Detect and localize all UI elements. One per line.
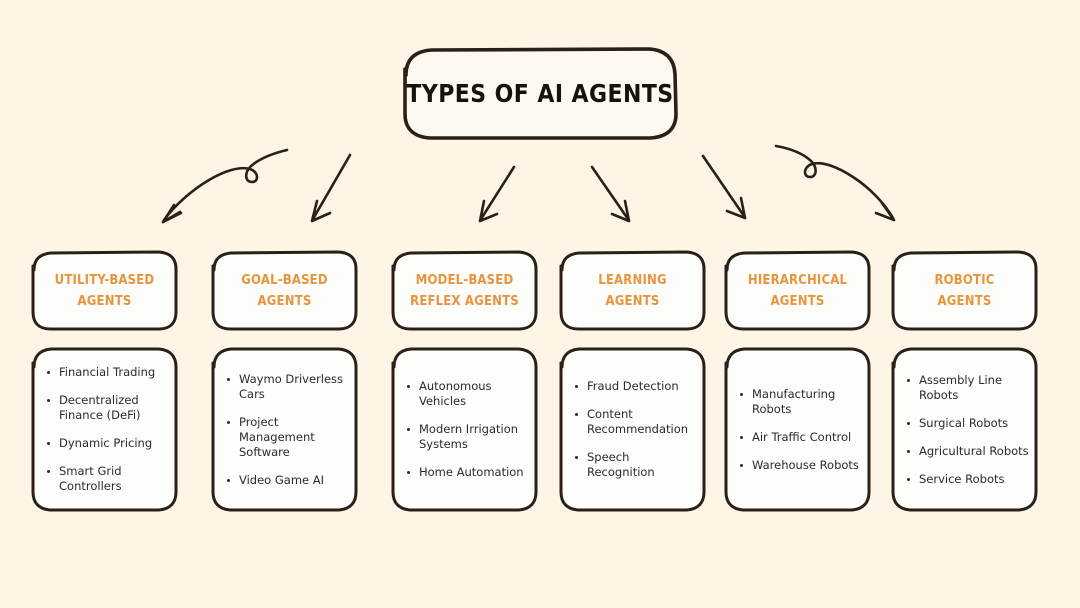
list-item: Agricultural Robots [905, 444, 1030, 459]
arrow-straight-3 [590, 165, 631, 223]
header-card-learning-agents[interactable]: LEARNING AGENTS [557, 248, 708, 334]
page-title: TYPES OF AI AGENTS [406, 79, 674, 108]
header-card-frame [724, 250, 871, 331]
list-item: Smart Grid Controllers [45, 464, 170, 494]
header-line: MODEL-BASED [415, 273, 514, 288]
list-item: Decentralized Finance (DeFi) [45, 393, 170, 423]
header-card-utility-based-agents[interactable]: UTILITY-BASED AGENTS [29, 248, 180, 334]
header-line: AGENTS [770, 294, 825, 309]
list-item: Fraud Detection [573, 379, 698, 394]
header-line: LEARNING [598, 273, 667, 288]
list-card-frame [891, 347, 1038, 512]
list-item: Service Robots [905, 472, 1030, 487]
header-card-frame [559, 250, 706, 331]
list-item: Manufacturing Robots [738, 387, 863, 417]
list-card-frame [211, 347, 358, 512]
arrow-curved-loop-right [774, 144, 896, 222]
arrow-straight-1 [310, 153, 352, 223]
list-item: Dynamic Pricing [45, 436, 170, 451]
list-card-frame [724, 347, 871, 512]
header-card-robotic-agents[interactable]: ROBOTIC AGENTS [889, 248, 1040, 334]
header-card-frame [31, 250, 178, 331]
list-item: Waymo Driverless Cars [225, 372, 350, 402]
column-model-based-reflex-agents: MODEL-BASED REFLEX AGENTS Autonomous Vehic… [389, 248, 540, 514]
arrow-straight-2 [478, 165, 516, 223]
arrow-straight-4 [701, 154, 747, 220]
arrow-curved-loop-left [161, 148, 289, 224]
header-card-frame [891, 250, 1038, 331]
list-item: Project Management Software [225, 415, 350, 460]
list-item: Content Recommendation [573, 407, 698, 437]
header-label-goal-based-agents: GOAL-BASED AGENTS [217, 248, 353, 334]
header-card-frame [391, 250, 538, 331]
header-line: AGENTS [77, 294, 132, 309]
header-label-utility-based-agents: UTILITY-BASED AGENTS [37, 248, 173, 334]
list-card-frame [31, 347, 178, 512]
header-line: GOAL-BASED [241, 273, 328, 288]
header-line: UTILITY-BASED [54, 273, 155, 288]
header-label-robotic-agents: ROBOTIC AGENTS [897, 248, 1033, 334]
list-item: Home Automation [405, 465, 530, 480]
header-label-hierarchical-agents: HIERARCHICAL AGENTS [730, 248, 866, 334]
header-line: AGENTS [257, 294, 312, 309]
header-line: AGENTS [605, 294, 660, 309]
list-item: Warehouse Robots [738, 458, 863, 473]
header-line: ROBOTIC [934, 273, 995, 288]
header-line: AGENTS [937, 294, 992, 309]
header-label-model-based-reflex-agents: MODEL-BASED REFLEX AGENTS [397, 248, 533, 334]
header-card-hierarchical-agents[interactable]: HIERARCHICAL AGENTS [722, 248, 873, 334]
header-card-frame [211, 250, 358, 331]
list-item: Video Game AI [225, 473, 350, 488]
list-item: Air Traffic Control [738, 430, 863, 445]
list-item: Financial Trading [45, 365, 170, 380]
list-card-frame [559, 347, 706, 512]
header-line: HIERARCHICAL [747, 273, 848, 288]
title-box-frame [403, 47, 678, 140]
header-card-model-based-reflex-agents[interactable]: MODEL-BASED REFLEX AGENTS [389, 248, 540, 334]
header-line: REFLEX AGENTS [410, 294, 519, 309]
list-card-frame [391, 347, 538, 512]
list-item: Surgical Robots [905, 416, 1030, 431]
title-box: TYPES OF AI AGENTS [399, 45, 681, 142]
header-label-learning-agents: LEARNING AGENTS [565, 248, 701, 334]
list-item: Autonomous Vehicles [405, 379, 530, 409]
list-item: Speech Recognition [573, 450, 698, 480]
list-item: Modern Irrigation Systems [405, 422, 530, 452]
list-item: Assembly Line Robots [905, 373, 1030, 403]
header-card-goal-based-agents[interactable]: GOAL-BASED AGENTS [209, 248, 360, 334]
